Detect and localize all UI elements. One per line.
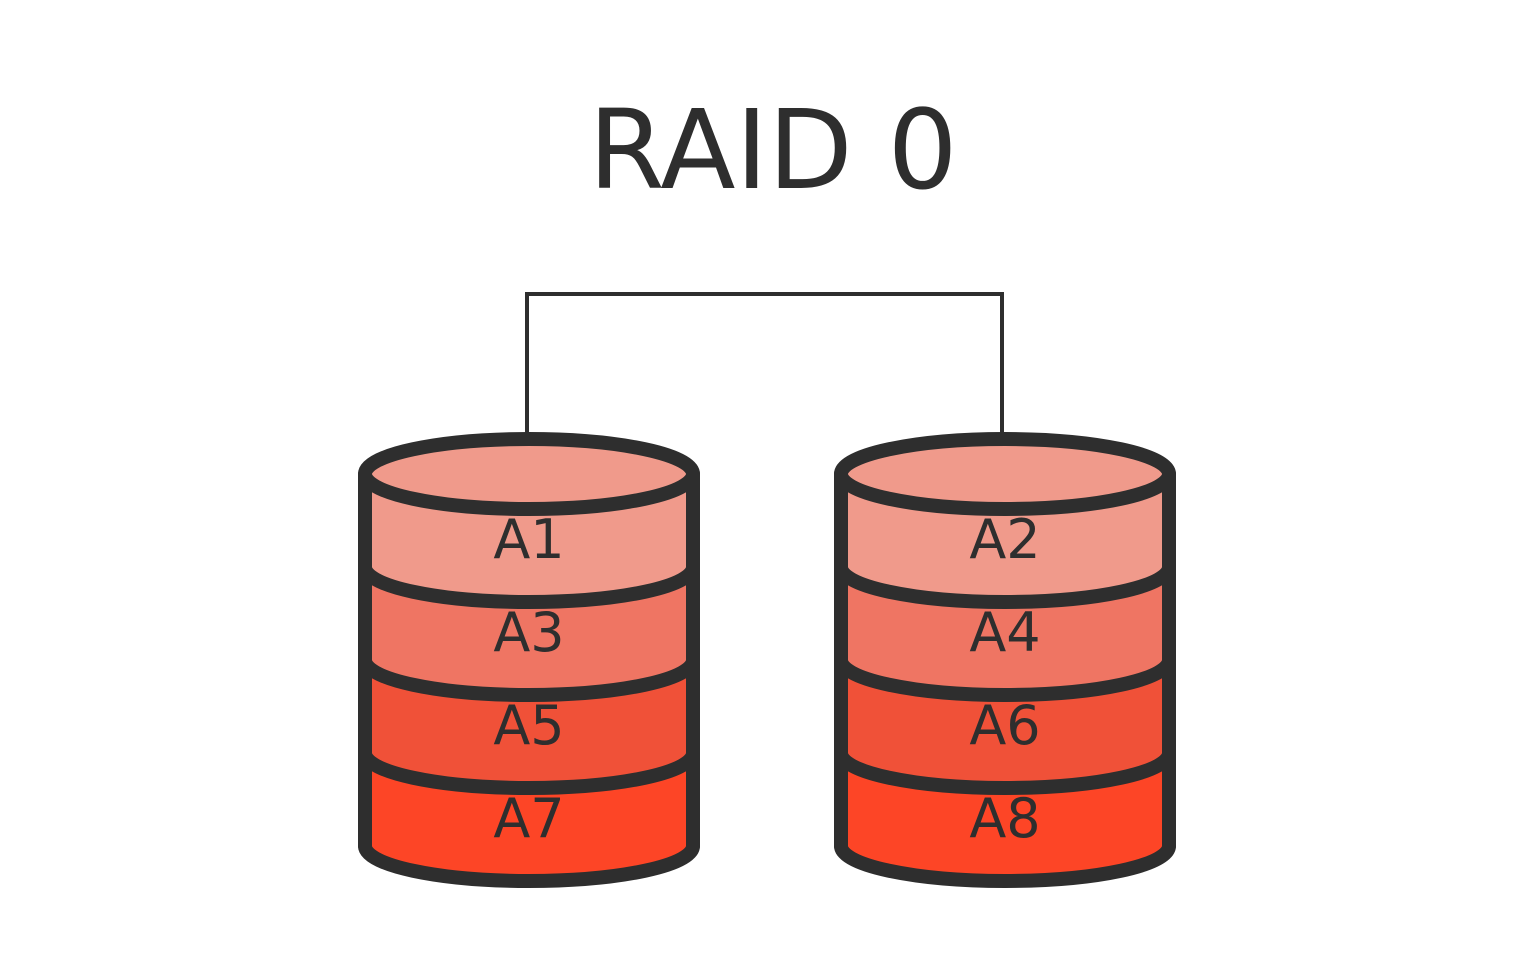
layer-separator [358,659,700,702]
block-label: A3 [493,601,564,664]
block-label: A1 [493,508,564,571]
diagram-title: RAID 0 [588,86,957,214]
layer-separator [358,845,700,888]
disk-top-cap [834,432,1176,516]
layer-separator [834,566,1176,609]
block-label: A2 [969,508,1040,571]
connector [525,292,1004,473]
disk-top-cap [358,432,700,516]
layer-separator [358,752,700,795]
block-label: A6 [969,694,1040,757]
layer-separator [834,752,1176,795]
layer-separator [834,845,1176,888]
block-label: A8 [969,787,1040,850]
block-label: A4 [969,601,1040,664]
layer-separator [358,566,700,609]
layer-separator [834,659,1176,702]
connector-line [525,292,1004,473]
block-label: A7 [493,787,564,850]
block-label: A5 [493,694,564,757]
